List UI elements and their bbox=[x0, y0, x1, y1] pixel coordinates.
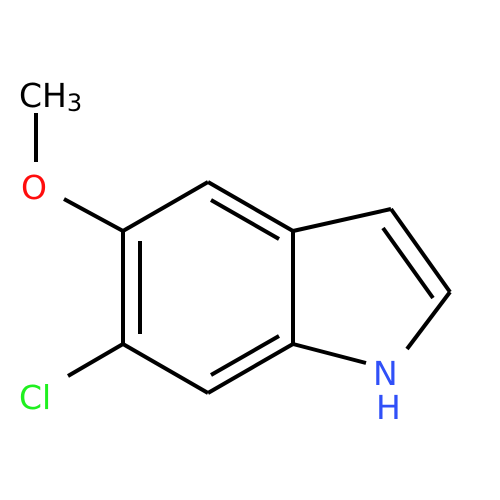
bond-c7-c7a bbox=[207, 342, 294, 395]
nitrogen-hydrogen-label: H bbox=[376, 388, 401, 427]
bond-c4-c5 bbox=[122, 180, 209, 233]
bond-c5-o bbox=[63, 197, 124, 233]
bond-c6-cl bbox=[66, 342, 125, 378]
bond-c6-c7 bbox=[122, 342, 209, 395]
oxygen-label: O bbox=[21, 168, 47, 207]
methyl-label: CH3 bbox=[19, 76, 82, 117]
substituent-bonds bbox=[34, 113, 125, 378]
bond-n1-c7a bbox=[292, 342, 367, 365]
bond-c3-c2 bbox=[389, 207, 452, 294]
bond-c3a-c3 bbox=[292, 207, 392, 233]
chlorine-label: Cl bbox=[19, 378, 51, 417]
benzene-ring bbox=[121, 180, 295, 395]
bond-c3-c2-inner bbox=[381, 226, 435, 300]
bond-c2-n1 bbox=[405, 290, 452, 351]
pyrrole-ring bbox=[292, 207, 452, 365]
bond-c7-c7a-inner bbox=[210, 334, 280, 377]
bond-c4-c3a bbox=[207, 180, 294, 233]
bond-c4-c3a-inner bbox=[210, 198, 280, 241]
nitrogen-label: N bbox=[373, 354, 398, 393]
methyl-main-text: CH bbox=[19, 76, 67, 115]
methyl-subscript: 3 bbox=[67, 89, 82, 117]
